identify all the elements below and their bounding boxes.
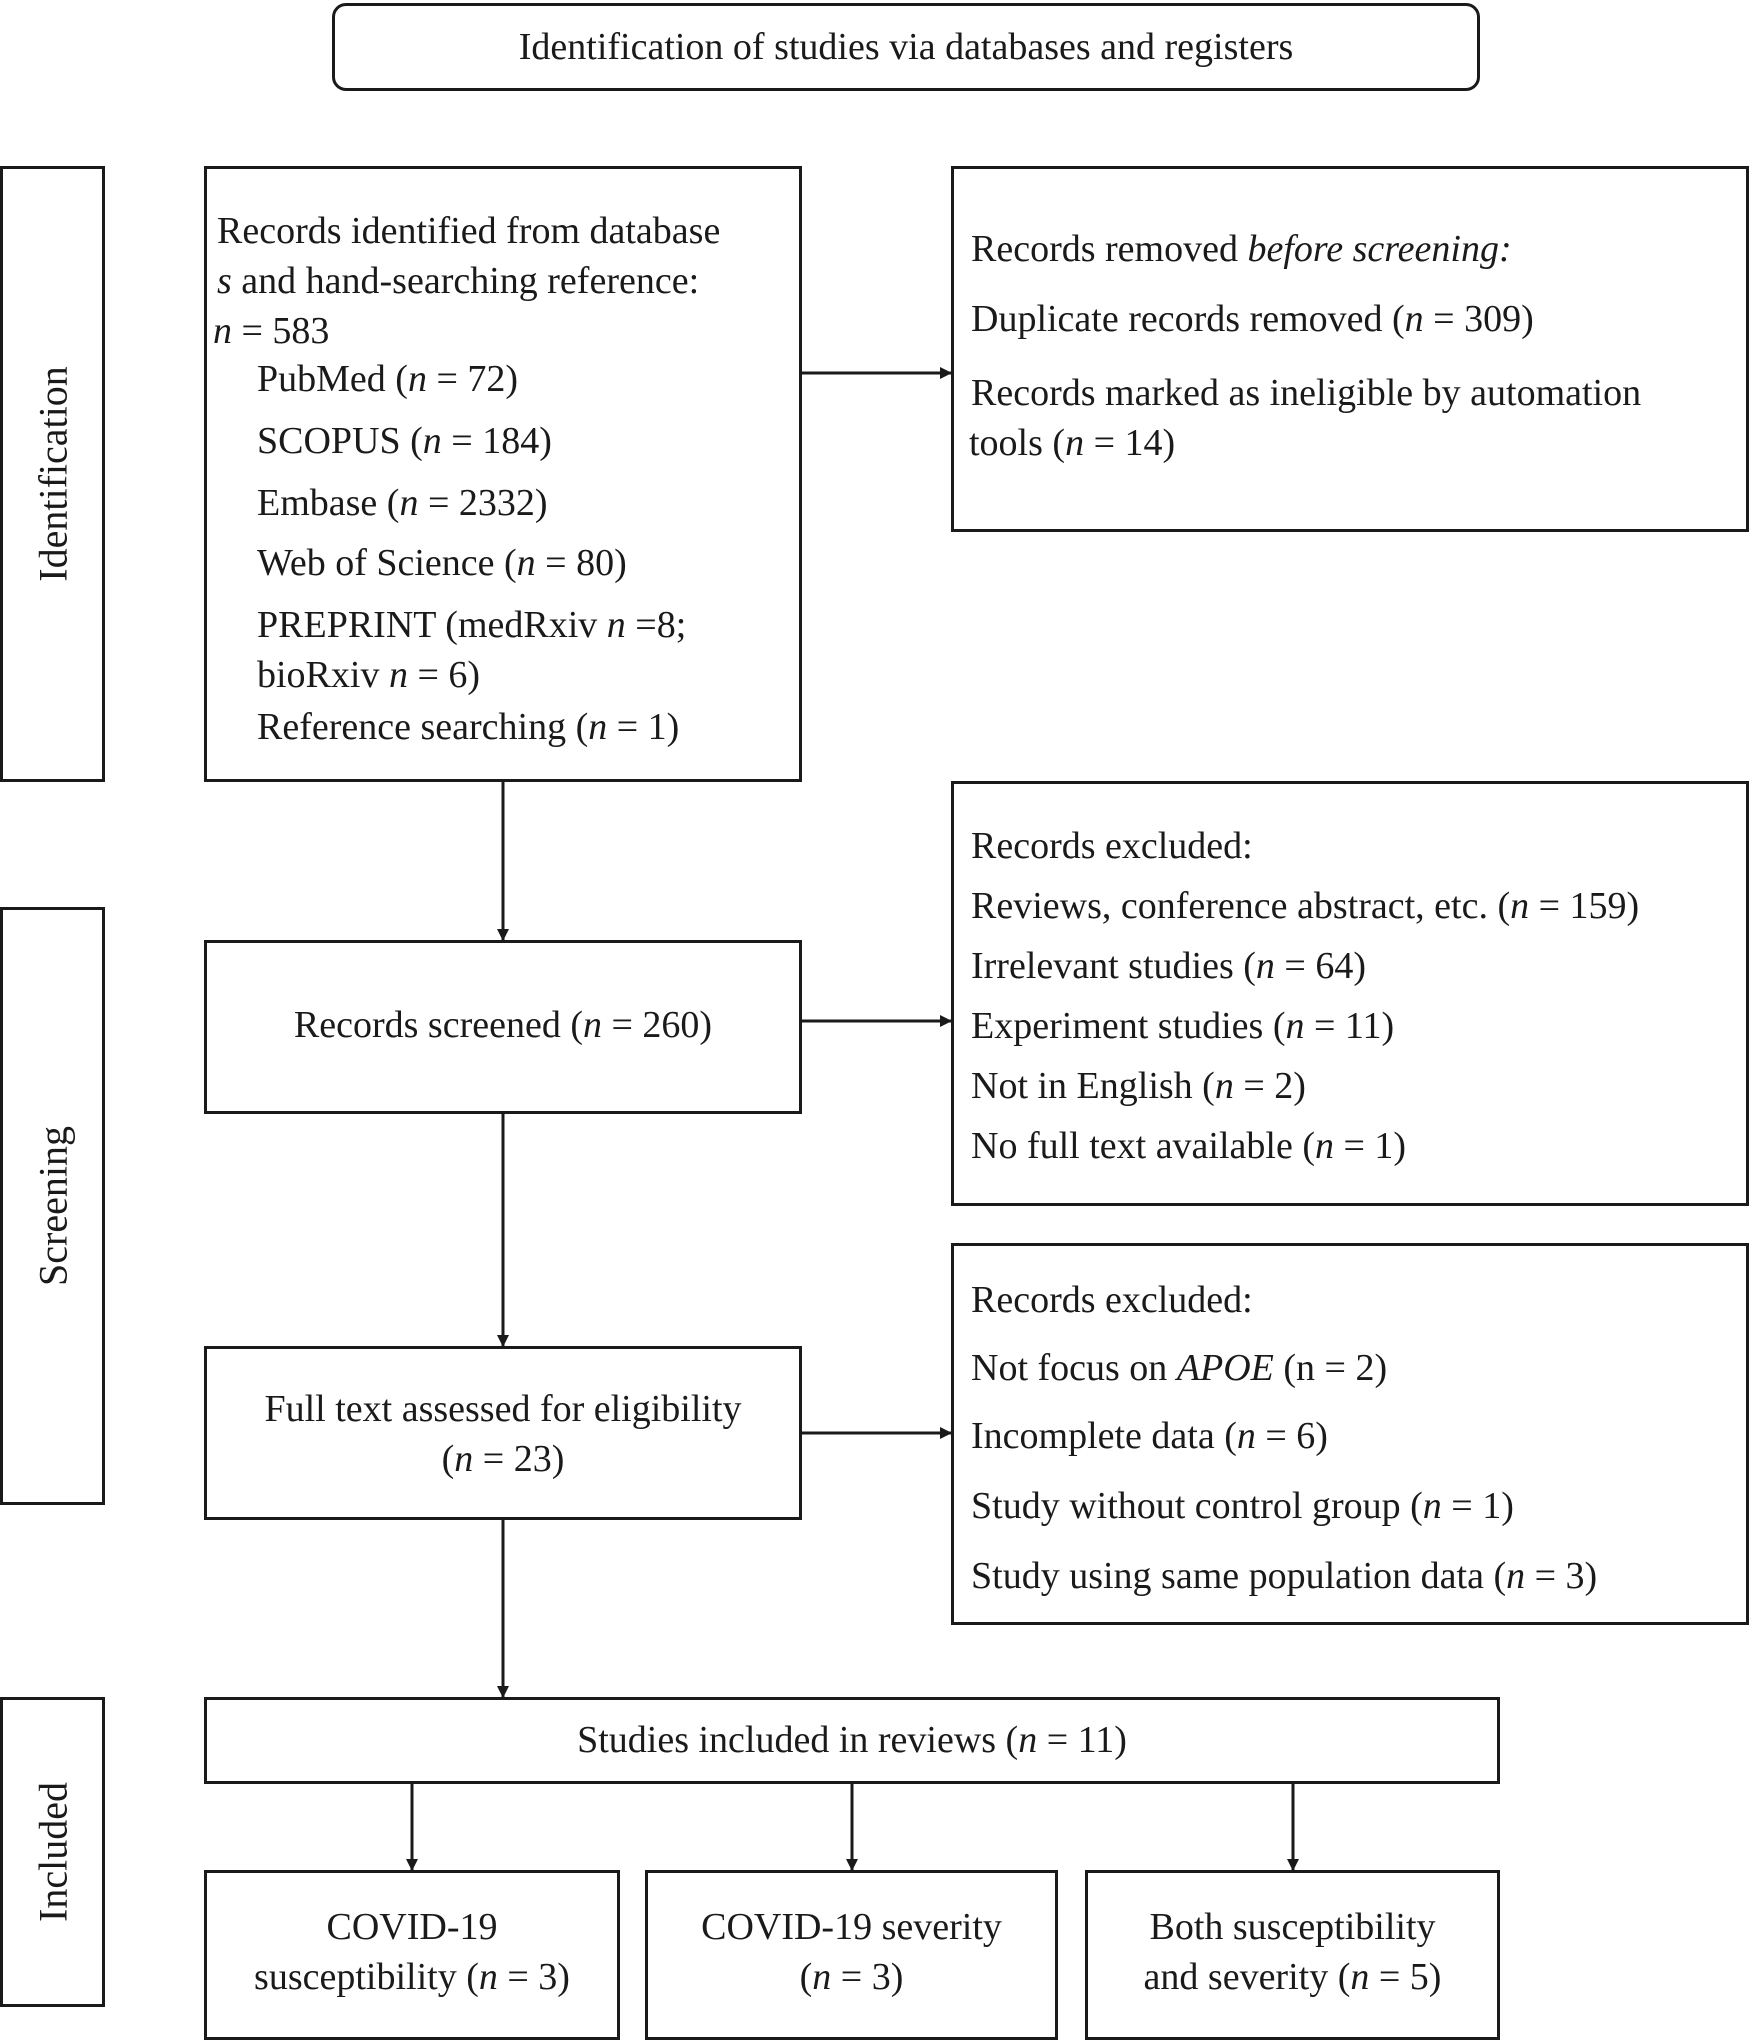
phase-included: Included <box>0 1697 105 2007</box>
phase-screening-label: Screening <box>30 1126 75 1286</box>
included-text: Studies included in reviews (n = 11) <box>577 1719 1127 1761</box>
screened-text: Records screened (n = 260) <box>293 1004 713 1046</box>
excluded2-not-apoe: Not focus on APOE (n = 2) <box>971 1347 1388 1389</box>
source-reference-searching: Reference searching (n = 1) <box>257 706 680 748</box>
removed-automation-line1: Records marked as ineligible by automati… <box>971 372 1642 414</box>
outcome-susceptibility-line2: susceptibility (n = 3) <box>254 1956 570 1998</box>
identified-total: n = 583 <box>213 310 330 352</box>
outcome-severity-line1: COVID-19 severity <box>701 1906 1002 1948</box>
phase-identification-label: Identification <box>30 366 75 582</box>
records-screened-box: Records screened (n = 260) <box>204 940 802 1114</box>
removed-automation-line2: tools (n = 14) <box>969 422 1176 464</box>
records-identified-box: Records identified from database s and h… <box>204 166 802 782</box>
excluded1-not-english: Not in English (n = 2) <box>971 1065 1306 1107</box>
phase-identification: Identification <box>0 166 105 782</box>
phase-screening: Screening <box>0 907 105 1505</box>
source-preprint: PREPRINT (medRxiv n =8; <box>257 604 687 646</box>
excluded1-reviews: Reviews, conference abstract, etc. (n = … <box>971 885 1640 927</box>
studies-included-box: Studies included in reviews (n = 11) <box>204 1697 1500 1784</box>
identified-line2: s and hand-searching reference: <box>217 260 700 302</box>
phase-included-label: Included <box>30 1782 75 1922</box>
excluded2-no-control: Study without control group (n = 1) <box>971 1485 1514 1527</box>
outcome-susceptibility-line1: COVID-19 <box>326 1906 498 1948</box>
excluded1-experiment: Experiment studies (n = 11) <box>971 1005 1395 1047</box>
full-text-assessed-box: Full text assessed for eligibility (n = … <box>204 1346 802 1520</box>
fulltext-line2: (n = 23) <box>441 1438 565 1480</box>
source-web-of-science: Web of Science (n = 80) <box>257 542 627 584</box>
removed-title: Records removed before screening: <box>971 228 1512 270</box>
source-embase: Embase (n = 2332) <box>257 482 548 524</box>
removed-duplicates: Duplicate records removed (n = 309) <box>971 298 1534 340</box>
outcome-both-box: Both susceptibility and severity (n = 5) <box>1085 1870 1500 2040</box>
header-box: Identification of studies via databases … <box>332 3 1480 91</box>
excluded1-title: Records excluded: <box>971 825 1253 867</box>
source-scopus: SCOPUS (n = 184) <box>257 420 552 462</box>
excluded1-no-full-text: No full text available (n = 1) <box>971 1125 1407 1167</box>
excluded2-title: Records excluded: <box>971 1279 1253 1321</box>
records-removed-box: Records removed before screening: Duplic… <box>951 166 1749 532</box>
excluded2-incomplete: Incomplete data (n = 6) <box>971 1415 1328 1457</box>
outcome-susceptibility-box: COVID-19 susceptibility (n = 3) <box>204 1870 620 2040</box>
excluded1-irrelevant: Irrelevant studies (n = 64) <box>971 945 1366 987</box>
header-title: Identification of studies via databases … <box>518 26 1294 68</box>
identified-line1: Records identified from database <box>217 210 721 252</box>
records-excluded-box-2: Records excluded: Not focus on APOE (n =… <box>951 1243 1749 1625</box>
outcome-both-line2: and severity (n = 5) <box>1143 1956 1442 1998</box>
records-excluded-box-1: Records excluded: Reviews, conference ab… <box>951 781 1749 1206</box>
outcome-severity-box: COVID-19 severity (n = 3) <box>645 1870 1058 2040</box>
excluded2-same-population: Study using same population data (n = 3) <box>971 1555 1598 1597</box>
outcome-severity-line2: (n = 3) <box>799 1956 904 1998</box>
outcome-both-line1: Both susceptibility <box>1149 1906 1436 1948</box>
source-pubmed: PubMed (n = 72) <box>257 358 519 400</box>
fulltext-line1: Full text assessed for eligibility <box>264 1388 742 1430</box>
source-biorxiv: bioRxiv n = 6) <box>257 654 481 696</box>
